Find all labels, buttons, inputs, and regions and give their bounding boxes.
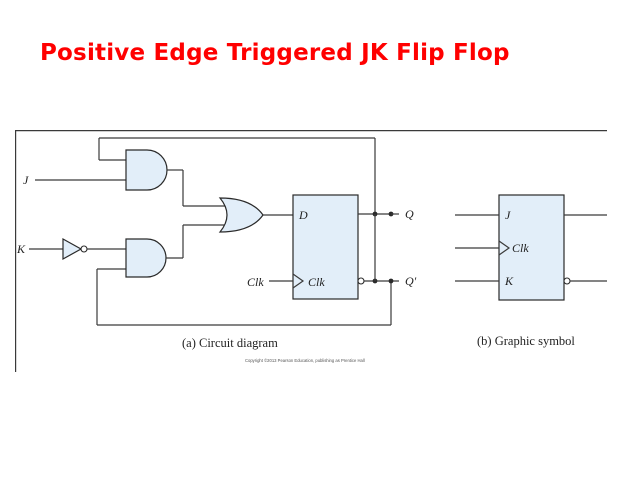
j-input-label: J [23, 173, 29, 187]
jk-flip-flop-figure: J K D Clk Clk Q Q' (a) Circuit diagra [15, 130, 607, 372]
clk-pin-label: Clk [308, 275, 325, 289]
symbol-clk-label: Clk [512, 241, 529, 255]
circuit-caption: (a) Circuit diagram [182, 336, 278, 350]
jk-diagram-svg: J K D Clk Clk Q Q' (a) Circuit diagra [15, 130, 607, 372]
clk-input-label: Clk [247, 275, 264, 289]
qbar-junction [372, 278, 378, 284]
and-gate-lower [125, 238, 167, 278]
or-gate [218, 197, 264, 233]
and-gate-upper [125, 149, 168, 191]
q-output-label: Q [405, 207, 414, 221]
not-gate [62, 237, 83, 261]
d-pin-label: D [298, 208, 308, 222]
not-gate-bubble [80, 245, 88, 253]
k-input-label: K [16, 242, 26, 256]
qbar-bubble [357, 277, 365, 285]
symbol-qbar-bubble [563, 277, 571, 285]
qbar-junction-right [388, 278, 394, 284]
symbol-j-label: J [505, 208, 511, 222]
copyright-note: Copyright ©2013 Pearson Education, publi… [245, 358, 365, 363]
symbol-caption: (b) Graphic symbol [477, 334, 575, 348]
slide-title: Positive Edge Triggered JK Flip Flop [40, 40, 510, 66]
d-flip-flop-block [292, 194, 359, 300]
symbol-k-label: K [504, 274, 514, 288]
qbar-output-label: Q' [405, 274, 417, 288]
clock-triangle [292, 273, 305, 289]
jk-symbol-block [498, 194, 565, 301]
symbol-clock-triangle [498, 240, 511, 256]
